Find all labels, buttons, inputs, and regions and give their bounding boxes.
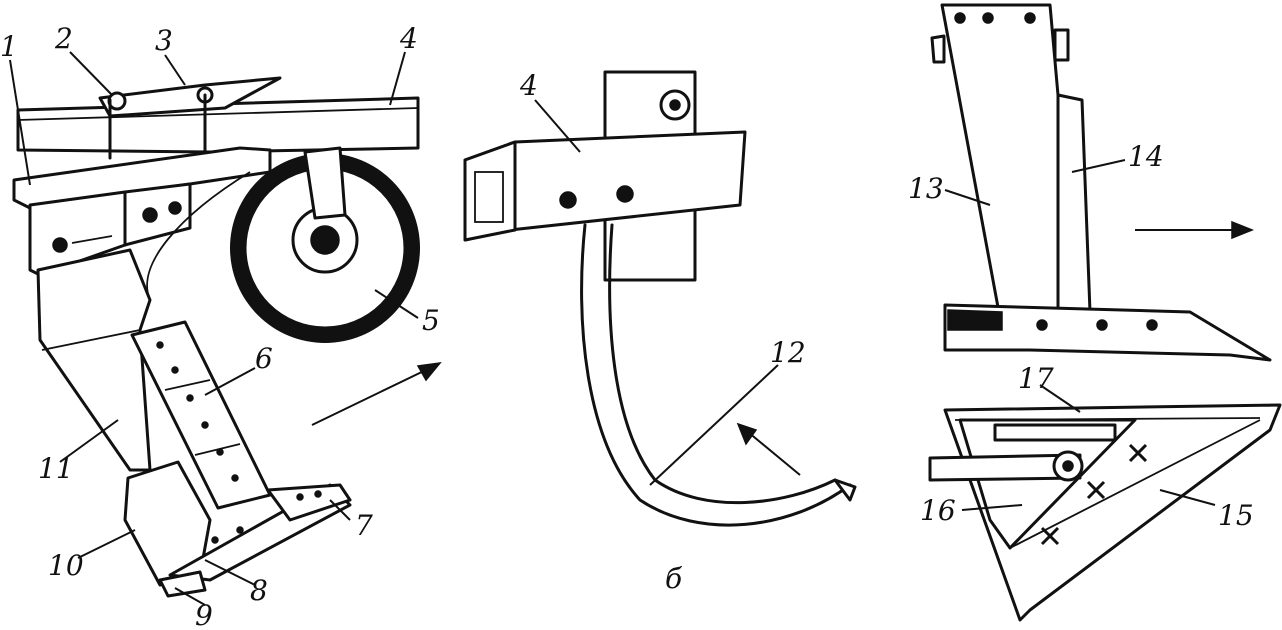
callout-15: 15 — [1218, 499, 1254, 532]
stand-13 — [940, 3, 1060, 320]
panel-a-assembly: 1 2 3 4 5 6 7 8 9 10 11 — [0, 22, 442, 630]
share-c — [943, 303, 1272, 362]
direction-arrow-b — [736, 422, 801, 476]
direction-arrow-c — [1135, 220, 1255, 240]
callout-4a: 4 — [399, 22, 418, 55]
callout-13: 13 — [908, 172, 944, 205]
direction-arrow-a — [311, 361, 442, 426]
callout-3: 3 — [155, 24, 173, 57]
callout-17: 17 — [1018, 362, 1054, 395]
callout-8: 8 — [250, 574, 268, 607]
callout-4b: 4 — [519, 69, 538, 102]
callout-1: 1 — [0, 30, 18, 63]
tip-7 — [266, 483, 352, 522]
panel-c-assembly: 13 14 15 16 17 — [908, 3, 1282, 622]
callout-11: 11 — [38, 452, 74, 485]
callout-7: 7 — [355, 509, 373, 542]
callout-10: 10 — [48, 549, 84, 582]
callout-16: 16 — [920, 494, 956, 527]
heel-9 — [158, 570, 207, 598]
callout-9: 9 — [195, 599, 213, 630]
callout-6: 6 — [255, 342, 273, 375]
stand-14 — [1056, 93, 1092, 314]
callout-5: 5 — [422, 304, 440, 337]
tine-12 — [580, 223, 852, 527]
stand-11 — [36, 248, 152, 472]
callout-12: 12 — [770, 336, 806, 369]
rod-17 — [993, 423, 1117, 442]
disc-5 — [230, 146, 420, 343]
plate-16 — [958, 418, 1137, 550]
callout-2: 2 — [54, 22, 73, 55]
panel-b-assembly: 4 12 б — [463, 69, 857, 595]
clamp-plate-3 — [98, 76, 282, 118]
panel-b-caption: б — [665, 562, 683, 595]
callout-14: 14 — [1128, 140, 1164, 173]
